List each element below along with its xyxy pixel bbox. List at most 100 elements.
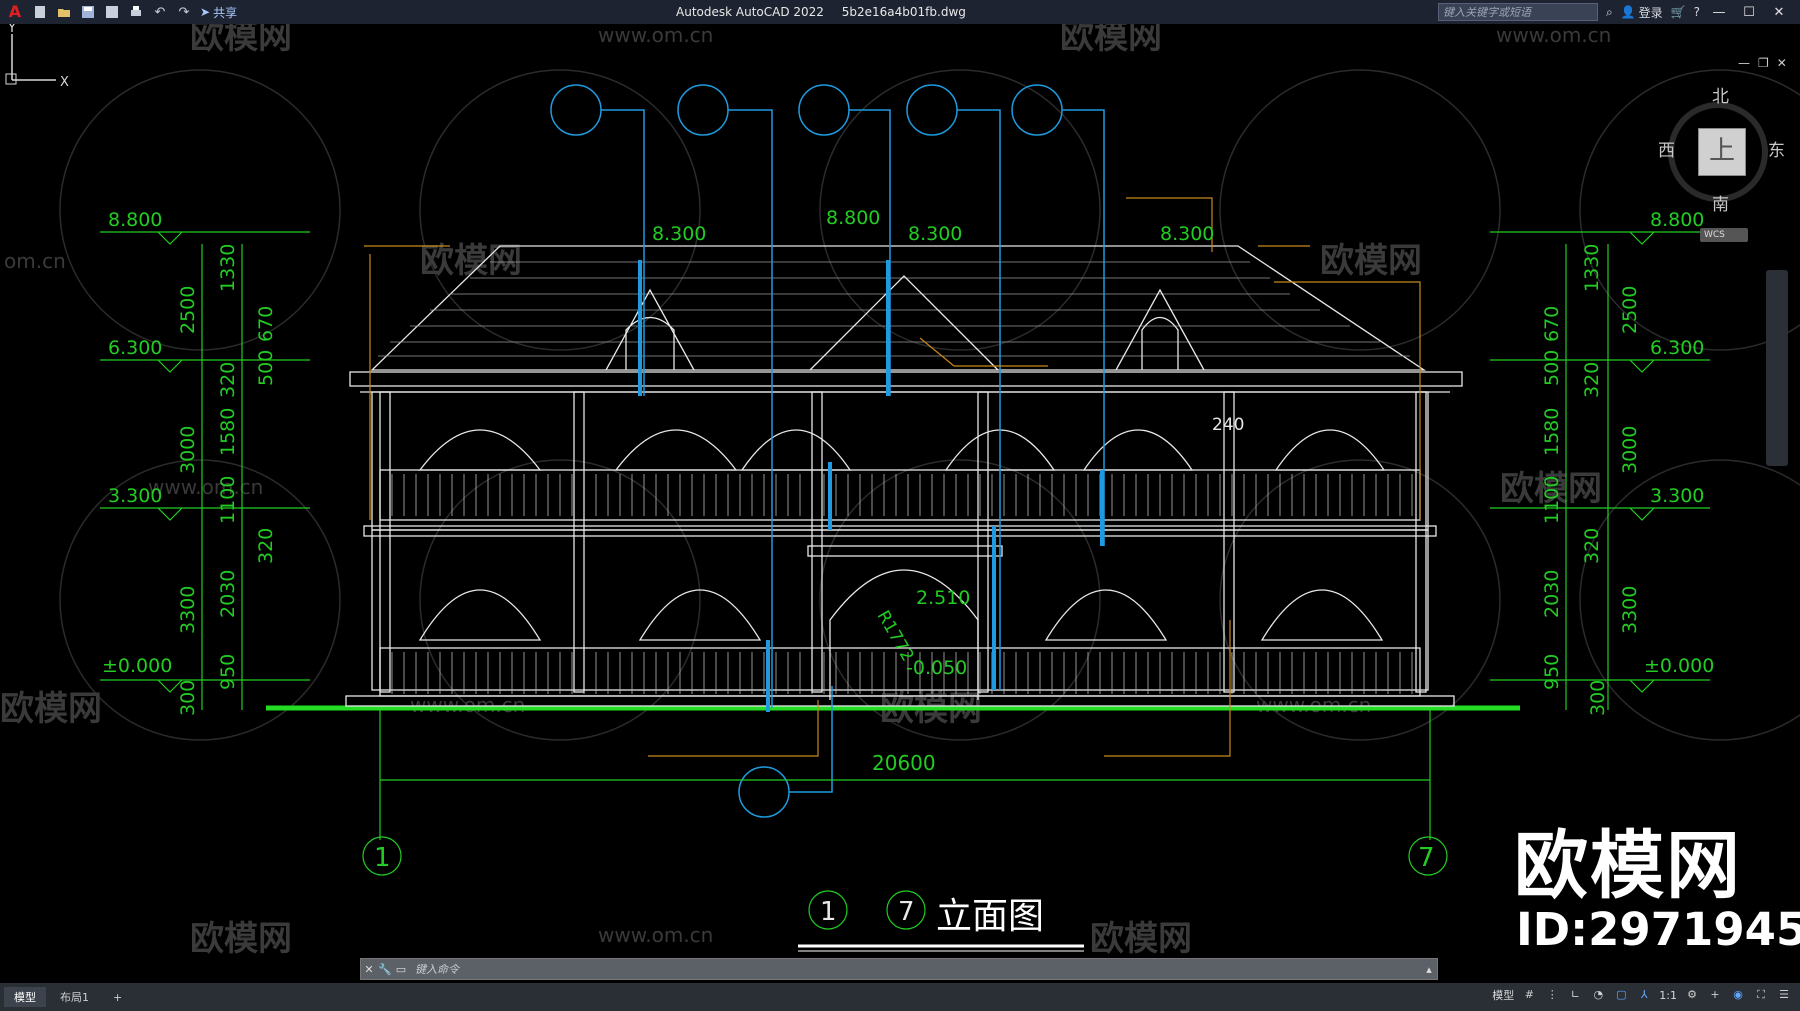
- drawing-canvas[interactable]: 欧模网 欧模网 欧模网 欧模网 欧模网 欧模网 欧模网 欧模网 欧模网 www.…: [0, 24, 1800, 961]
- annotation-icon[interactable]: ⅄: [1640, 988, 1648, 1001]
- dim-right-inner-1: 1330: [1581, 244, 1603, 292]
- save-as-icon[interactable]: [104, 4, 120, 20]
- callout-leaders: [550, 84, 1105, 818]
- drawing-restore-icon[interactable]: ❐: [1758, 56, 1769, 70]
- share-icon: ➤: [200, 5, 211, 19]
- minimize-button[interactable]: —: [1712, 4, 1726, 20]
- roof-level-4: 8.300: [1160, 223, 1214, 245]
- wcs-menu[interactable]: WCS: [1700, 228, 1748, 242]
- watermark-brand: 欧模网: [1320, 241, 1422, 281]
- plus-icon[interactable]: +: [1710, 988, 1720, 1001]
- level-left-3: 3.300: [108, 485, 162, 507]
- dim-inner-9: 950: [217, 654, 239, 690]
- ucs-icon: Y X: [5, 24, 69, 90]
- share-button[interactable]: ➤ 共享: [200, 4, 237, 21]
- dim-inner-1: 1330: [217, 244, 239, 292]
- elevation-drawing[interactable]: 欧模网 欧模网 欧模网 欧模网 欧模网 欧模网 欧模网 欧模网 欧模网 www.…: [0, 24, 1800, 961]
- compass-east[interactable]: 东: [1768, 141, 1785, 161]
- isolate-icon[interactable]: ◉: [1733, 988, 1743, 1001]
- login-label: 登录: [1638, 5, 1663, 20]
- watermark-urls: www.om.cn www.om.cn www.om.cn www.om.cn …: [4, 24, 1611, 947]
- plot-icon[interactable]: [128, 4, 144, 20]
- dormer-right: [1115, 288, 1205, 371]
- watermark-url: www.om.cn: [148, 475, 263, 499]
- status-bar: 模型 布局1 + 模型 # ⋮ ∟ ◔ ▢ ⅄ 1:1 ⚙ + ◉ ⛶ ☰: [0, 983, 1800, 1011]
- command-input[interactable]: 键入命令: [415, 963, 459, 976]
- command-expand-icon[interactable]: ▴: [1426, 962, 1432, 976]
- grid-icon[interactable]: #: [1524, 988, 1534, 1001]
- ortho-icon[interactable]: ∟: [1570, 988, 1580, 1001]
- drawing-close-icon[interactable]: ✕: [1776, 56, 1787, 70]
- customize-menu-icon[interactable]: ☰: [1779, 988, 1789, 1001]
- save-icon[interactable]: [80, 4, 96, 20]
- lower-balusters: [391, 652, 1413, 694]
- dim-inner-8: 2030: [217, 570, 239, 618]
- fullscreen-icon[interactable]: ⛶: [1757, 988, 1765, 1001]
- dim-right-inner-3: 500: [1541, 350, 1563, 386]
- command-customize-icon[interactable]: 🔧: [378, 962, 392, 976]
- search-icon[interactable]: ⌕: [1605, 4, 1613, 19]
- compass-west[interactable]: 西: [1658, 141, 1675, 161]
- undo-icon[interactable]: ↶: [154, 4, 166, 20]
- redo-icon[interactable]: ↷: [178, 4, 190, 20]
- compass-north[interactable]: 北: [1712, 87, 1729, 107]
- central-gable: [809, 275, 999, 371]
- settings-gear-icon[interactable]: ⚙: [1687, 988, 1697, 1001]
- drawing-window-controls: — ❐ ✕: [1738, 56, 1787, 70]
- dim-outer-left-3: 3300: [177, 586, 199, 634]
- osnap-icon[interactable]: ▢: [1616, 988, 1627, 1001]
- watermark-brand: 欧模网: [190, 24, 292, 57]
- dim-outer-left-1: 2500: [177, 286, 199, 334]
- watermark-url: www.om.cn: [598, 923, 713, 947]
- watermark-pattern: [59, 69, 1800, 741]
- drawing-minimize-icon[interactable]: —: [1738, 56, 1750, 70]
- autocad-logo-icon[interactable]: A: [8, 2, 22, 21]
- viewcube[interactable]: 上 北 南 西 东: [1658, 87, 1785, 218]
- level-left-4: ±0.000: [102, 655, 172, 677]
- small-dim: 240: [1212, 415, 1244, 435]
- dim-outer-left-2: 3000: [177, 426, 199, 474]
- entrance-lintel: [807, 545, 1003, 557]
- dim-right-inner-7: 320: [1581, 528, 1603, 564]
- second-floor: [371, 391, 1429, 531]
- add-layout-button[interactable]: +: [113, 990, 123, 1004]
- tab-layout1[interactable]: 布局1: [60, 991, 89, 1004]
- cart-icon[interactable]: 🛒: [1670, 5, 1686, 19]
- maximize-button[interactable]: ☐: [1743, 4, 1755, 20]
- tab-model[interactable]: 模型: [4, 987, 46, 1007]
- navigation-bar[interactable]: [1766, 270, 1788, 466]
- watermark-brand: 欧模网: [1500, 469, 1602, 509]
- polar-icon[interactable]: ◔: [1593, 988, 1604, 1001]
- open-folder-icon[interactable]: [56, 4, 72, 20]
- command-history-icon[interactable]: ▭: [395, 962, 407, 976]
- dim-right-inner-6: 1100: [1541, 476, 1563, 524]
- svg-text:X: X: [60, 75, 69, 90]
- annotation-scale[interactable]: 1:1: [1659, 988, 1677, 1002]
- login-button[interactable]: 👤 登录: [1621, 4, 1663, 21]
- title-bar: A ↶ ↷ ➤ 共享 Autodesk AutoCAD 2022 5b2e16a…: [0, 0, 1800, 24]
- dim-right-inner-9: 950: [1541, 654, 1563, 690]
- entry-level-2: -0.050: [906, 657, 967, 679]
- plinth: [345, 695, 1455, 707]
- compass-south[interactable]: 南: [1712, 195, 1729, 215]
- command-close-icon[interactable]: ✕: [364, 962, 374, 976]
- watermark-brand: 欧模网: [0, 689, 102, 729]
- viewcube-top-face[interactable]: 上: [1698, 128, 1746, 176]
- dim-outer-right-3: 3300: [1619, 586, 1641, 634]
- snap-icon[interactable]: ⋮: [1546, 988, 1558, 1001]
- search-input[interactable]: 键入关键字或短语: [1437, 3, 1598, 21]
- app-name: Autodesk AutoCAD 2022: [676, 5, 824, 19]
- quick-access-toolbar: A ↶ ↷ ➤ 共享: [0, 3, 237, 21]
- command-line[interactable]: ✕ 🔧 ▭ 键入命令 ▴: [360, 958, 1438, 980]
- dim-right-inner-8: 2030: [1541, 570, 1563, 618]
- close-button[interactable]: ✕: [1773, 4, 1785, 20]
- dormer-left: [605, 288, 695, 371]
- help-icon[interactable]: ?: [1693, 5, 1700, 19]
- model-space-label[interactable]: 模型: [1492, 989, 1515, 1002]
- axis-end-label: 7: [1418, 843, 1435, 873]
- orange-leaders: [364, 197, 1421, 757]
- compass-ring[interactable]: [1668, 102, 1768, 202]
- new-file-icon[interactable]: [32, 4, 48, 20]
- dim-inner-5: 1580: [217, 408, 239, 456]
- roof-outline: [370, 245, 1427, 371]
